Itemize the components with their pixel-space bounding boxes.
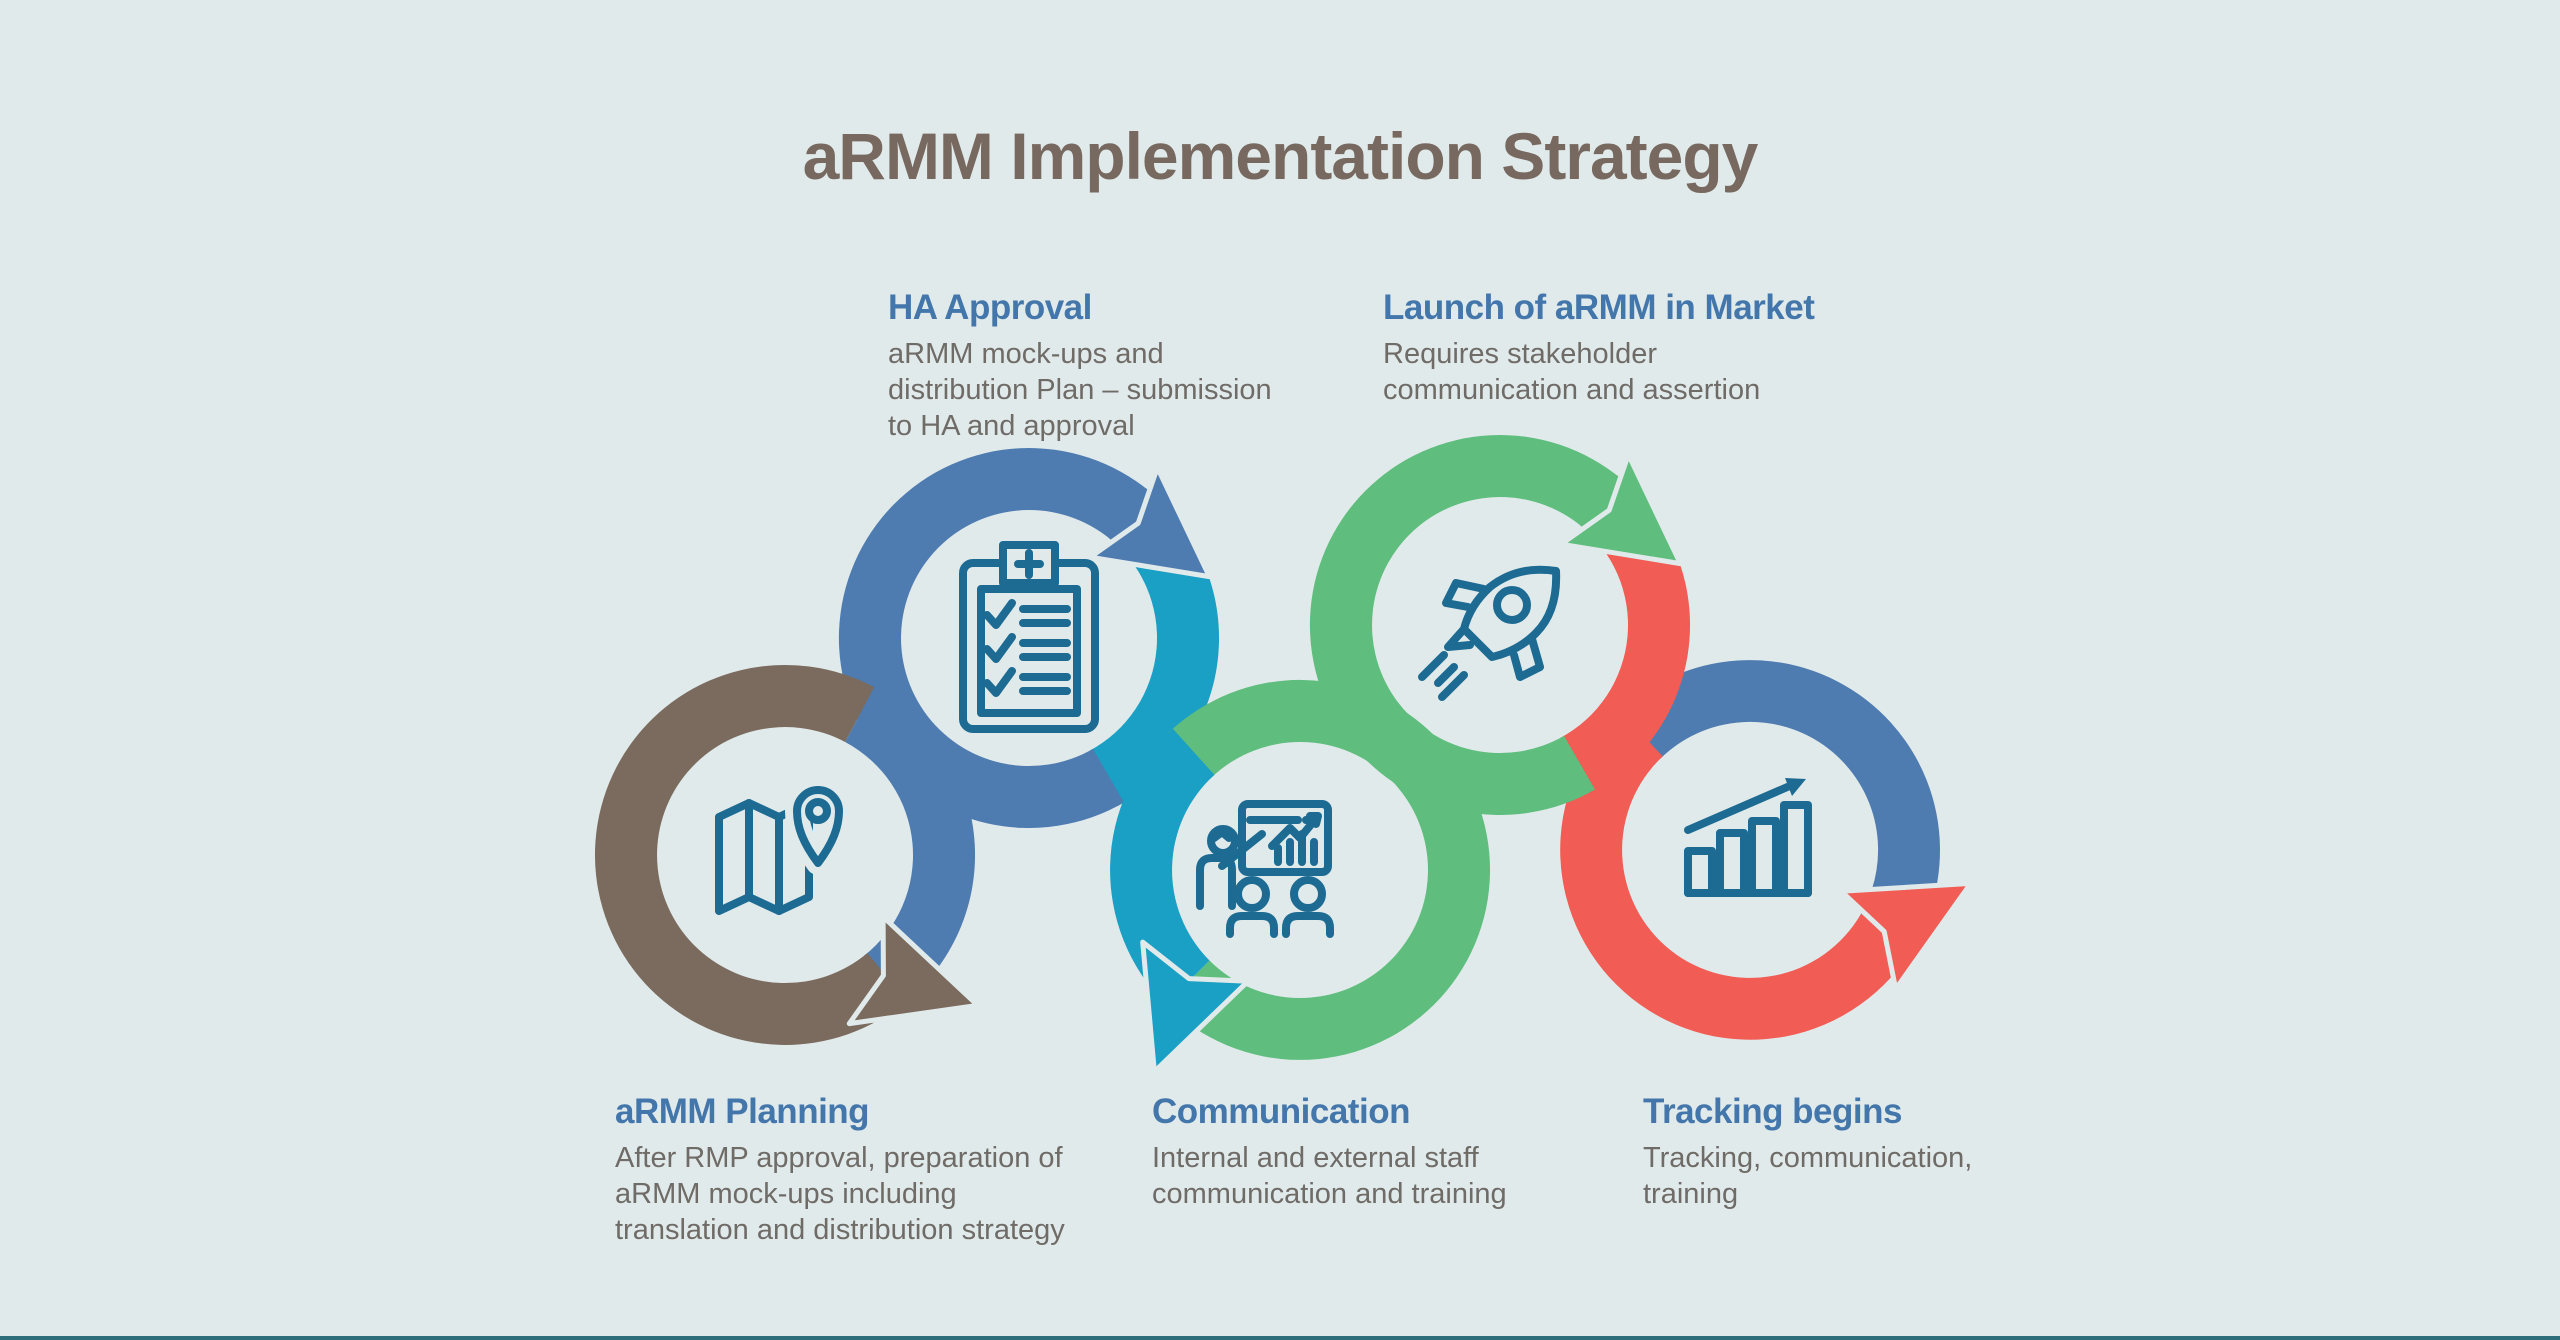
planning-ring-main-arc — [594, 664, 908, 1045]
step-title-ha-approval: HA Approval — [888, 288, 1092, 327]
step-label-communication: Communication Internal and external staf… — [1152, 1092, 1632, 1212]
step-description-tracking: Tracking, communication, training — [1643, 1142, 1973, 1210]
page-title: aRMM Implementation Strategy — [802, 119, 1759, 193]
presentation-training-icon — [1196, 800, 1334, 938]
bar-chart-growth-icon — [1684, 778, 1812, 897]
step-title-tracking: Tracking begins — [1643, 1092, 1902, 1131]
ha-ring-arrowhead — [1087, 465, 1212, 580]
step-label-ha-approval: HA Approval aRMM mock-ups and distributi… — [888, 288, 1368, 444]
step-title-communication: Communication — [1152, 1092, 1410, 1131]
tracking-ring-blue-segment — [1615, 660, 1940, 945]
communication-ring-arrowhead — [1140, 939, 1251, 1075]
tracking-ring-main-arc — [1560, 711, 1915, 1040]
tracking-ring-arrowhead — [1838, 880, 1974, 992]
step-title-planning: aRMM Planning — [615, 1092, 870, 1131]
step-label-tracking: Tracking begins Tracking, communication,… — [1643, 1092, 2123, 1212]
bottom-edge-bar — [0, 1336, 2560, 1340]
map-location-icon — [715, 778, 851, 915]
clipboard-checklist-icon — [959, 541, 1099, 733]
communication-ring-green-segment — [1165, 679, 1491, 1060]
step-description-ha-approval: aRMM mock-ups and distribution Plan – su… — [888, 338, 1272, 442]
planning-ring — [594, 664, 981, 1045]
planning-ring-arrowhead — [846, 914, 981, 1027]
step-label-planning: aRMM Planning After RMP approval, prepar… — [615, 1092, 1095, 1248]
step-label-launch: Launch of aRMM in Market Requires stakeh… — [1383, 288, 1863, 408]
step-description-planning: After RMP approval, preparation of aRMM … — [615, 1142, 1065, 1246]
rocket-icon — [1418, 565, 1561, 701]
step-title-launch: Launch of aRMM in Market — [1383, 288, 1815, 327]
communication-ring — [1110, 679, 1491, 1075]
communication-ring-main-arc — [1110, 728, 1215, 1005]
step-description-communication: Internal and external staff communicatio… — [1152, 1142, 1507, 1210]
step-description-launch: Requires stakeholder communication and a… — [1383, 338, 1761, 406]
launch-ring-arrowhead — [1558, 452, 1683, 567]
planning-ring-blue-segment — [845, 687, 976, 1005]
tracking-ring — [1560, 660, 1974, 1040]
